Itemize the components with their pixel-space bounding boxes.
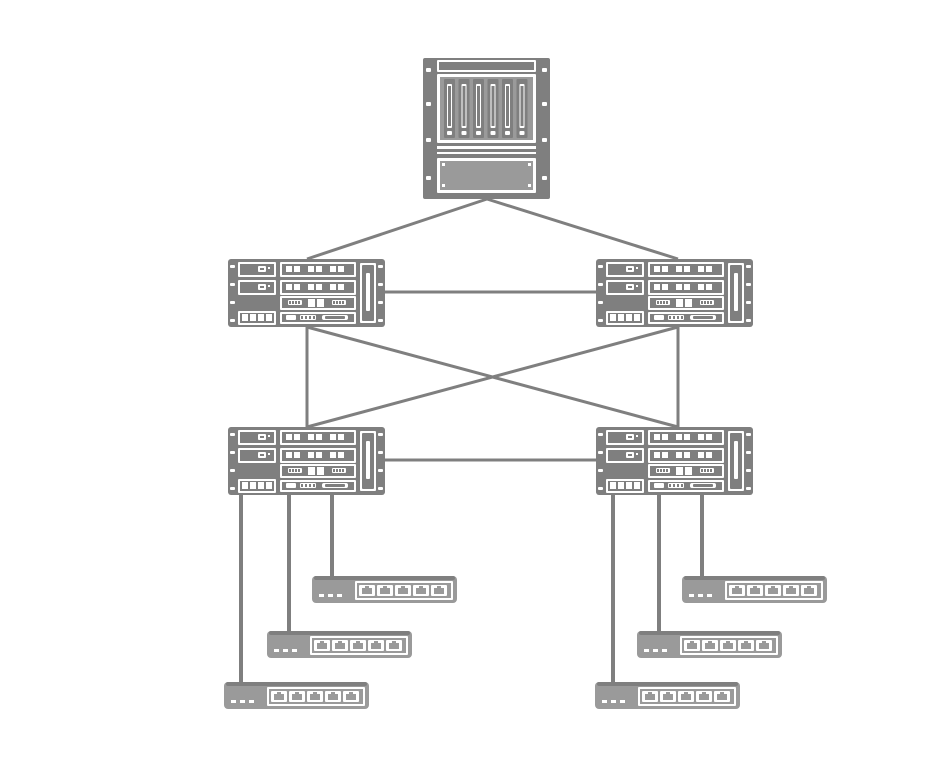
- links-layer: [239, 197, 704, 682]
- edge-switch-left-3: [224, 682, 369, 709]
- distribution-switch-right: [596, 259, 753, 327]
- edge-switch-left-1: [312, 576, 457, 603]
- edge-switch-left-2: [267, 631, 412, 658]
- distribution-switch-left: [228, 259, 385, 327]
- link-distribution-switch-right-to-access-switch-left: [306, 325, 679, 429]
- core-chassis: [423, 58, 550, 199]
- access-switch-left: [228, 427, 385, 495]
- access-switch-right: [596, 427, 753, 495]
- edge-switch-right-2: [637, 631, 782, 658]
- link-core-chassis-to-distribution-switch-right: [486, 197, 679, 261]
- edge-switch-right-1: [682, 576, 827, 603]
- edge-switch-right-3: [595, 682, 740, 709]
- link-core-chassis-to-distribution-switch-left: [306, 197, 488, 261]
- devices-layer: [224, 58, 827, 709]
